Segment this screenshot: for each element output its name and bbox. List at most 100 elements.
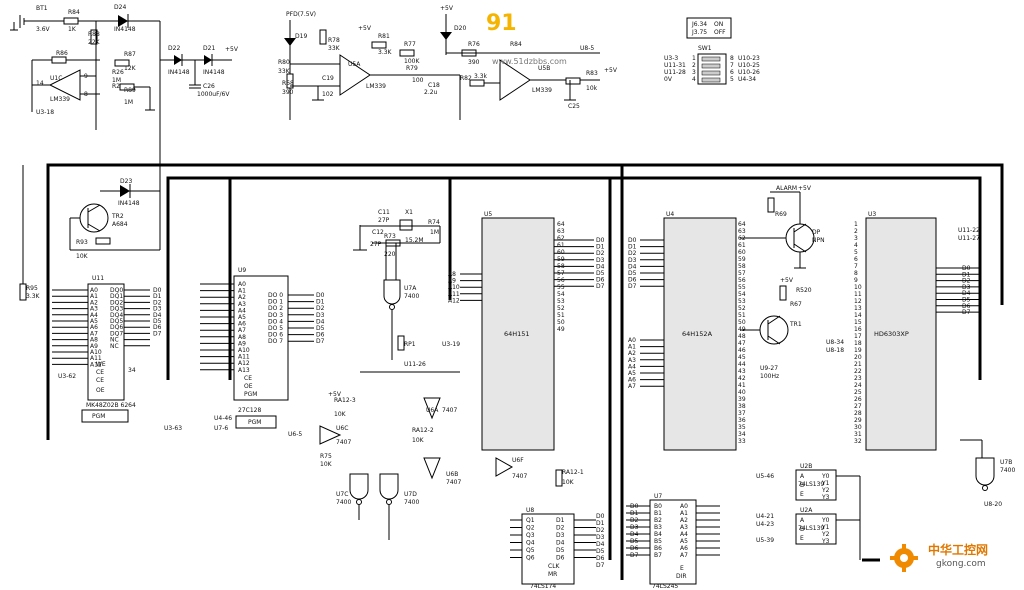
u5-right-pin-4: D4: [596, 263, 605, 270]
u1c-label: U1C: [50, 75, 62, 82]
c18-label: C18: [428, 82, 440, 89]
u5-pins-pin-9: 55: [557, 284, 565, 291]
u5-pins-pin-6: 58: [557, 263, 565, 270]
u2a-label: U2A: [800, 507, 813, 514]
u11-ce2: CE: [96, 377, 104, 384]
c12-label: C12: [372, 229, 384, 236]
val-100: 100: [412, 77, 424, 84]
r86-label: R86: [56, 50, 68, 57]
u9-sub: PGM: [248, 419, 261, 426]
u9-addr-pin-9: A9: [238, 340, 246, 347]
r76-label: R76: [468, 41, 480, 48]
u8-bus-pin-4: D4: [596, 541, 605, 548]
u11-addr-pin-10: A10: [90, 349, 102, 356]
d22-label: D22: [168, 45, 180, 52]
r93-label: R93: [76, 239, 88, 246]
u2b-in-e: E: [800, 491, 804, 498]
r76-value: 390: [468, 59, 480, 66]
u9-addr-pin-0: A0: [238, 281, 246, 288]
vcc-ra12-3: +5V: [328, 391, 342, 398]
r95-value: 3.3K: [26, 293, 41, 300]
r88-label: R88: [88, 31, 100, 38]
ra12-3-label: RA12-3: [334, 397, 356, 404]
u3-pins-pin-3: 4: [854, 242, 858, 249]
u8-d-pin-2: D3: [556, 532, 565, 539]
c27-value: 27P: [370, 241, 382, 248]
u11-addr-pin-12: A12: [90, 361, 102, 368]
u7a-part: 7400: [404, 293, 419, 300]
u2a-in-b: B: [800, 526, 804, 533]
u11-addr-pin-6: A6: [90, 324, 98, 331]
u11-addr-pin-5: A5: [90, 318, 98, 325]
u4-pins-pin-18: 46: [738, 347, 746, 354]
u3-pins-pin-28: 29: [854, 417, 862, 424]
r73-value: 220: [384, 251, 396, 258]
r84b-label: R84: [510, 41, 522, 48]
u3-pins-pin-1: 2: [854, 228, 858, 235]
u7-bus-pin-1: D1: [630, 510, 639, 517]
u9-bus-pin-3: D3: [316, 312, 325, 319]
ra12-3-value: 10K: [334, 411, 347, 418]
u3-62-tag: U3-62: [58, 373, 76, 380]
u11-pin34: 34: [128, 367, 136, 374]
u3-pins-pin-21: 22: [854, 368, 862, 375]
u7-bus-pin-6: D6: [630, 545, 639, 552]
u9-oe: OE: [244, 383, 253, 390]
u8-q-pin-3: Q4: [526, 540, 535, 547]
u11-data-pin-6: DQ6: [110, 324, 123, 331]
bt1-value: 3.6V: [36, 26, 51, 33]
logo-cn: 中华工控网: [928, 542, 988, 557]
u5-right-pin-5: D5: [596, 270, 605, 277]
sw-rp-4: 5: [730, 76, 734, 83]
u4-pins-pin-20: 44: [738, 361, 746, 368]
u7-dir: DIR: [676, 573, 687, 580]
u4-left-pin-1: A1: [628, 344, 636, 351]
u8-bus-pin-3: D3: [596, 534, 605, 541]
u9-data-pin-5: DO 5: [268, 325, 283, 332]
u8-q-pin-5: Q6: [526, 555, 535, 562]
u2b-y1: Y1: [821, 480, 830, 487]
u5-pins-pin-0: 64: [557, 221, 565, 228]
sw1-label: SW1: [698, 45, 712, 52]
u4-pins-pin-26: 38: [738, 403, 746, 410]
sw-on: ON: [714, 21, 723, 28]
sw-lp-2: 2: [692, 62, 696, 69]
u4-left-pin-4: D4: [628, 263, 637, 270]
u9-bus-pin-6: D6: [316, 332, 325, 339]
u2a-y0: Y0: [821, 517, 830, 524]
u6a-part: 7407: [442, 407, 457, 414]
u5-right-pin-6: D6: [596, 277, 605, 284]
u4-left-pin-2: A2: [628, 350, 636, 357]
u2-tag-u4-21: U4-21: [756, 513, 774, 520]
u7-b-pin-1: B1: [654, 510, 662, 517]
decoder-u2: U2B A B E Y0 Y1 Y2 Y3 74LS139 U2A A B E …: [756, 463, 861, 560]
u9-bus-pin-0: D0: [316, 292, 325, 299]
u5a-label: U5A: [348, 61, 361, 68]
u4-pins-pin-6: 58: [738, 263, 746, 270]
u11-bus-pin-4: D4: [153, 312, 162, 319]
u11-ce1: CE: [96, 369, 104, 376]
u3-pins-pin-8: 9: [854, 277, 858, 284]
u9-pgm: PGM: [244, 391, 257, 398]
u2b-label: U2B: [800, 463, 812, 470]
u11-we: WE: [96, 361, 106, 368]
u7-6-tag: U7-6: [214, 425, 228, 432]
u5-right-pin-7: D7: [596, 283, 605, 290]
u11-26-tag: U11-26: [404, 361, 426, 368]
ra12-2-label: RA12-2: [412, 427, 434, 434]
u11-addr-pin-11: A11: [90, 355, 102, 362]
battery-section: BT1 3.6V R84 1K D24 IN4148 R88 22K R86 R…: [10, 4, 239, 180]
u2a-y3: Y3: [821, 538, 830, 545]
u3-pins-pin-9: 10: [854, 284, 862, 291]
u3-pins-pin-22: 23: [854, 375, 862, 382]
u2-tag-u5-46: U5-46: [756, 473, 774, 480]
r89-value: 1M: [124, 99, 133, 106]
u5-pins-pin-4: 60: [557, 249, 565, 256]
u6c-part: 7407: [336, 439, 351, 446]
alarm-vcc: +5V: [798, 185, 812, 192]
u7-a-pin-0: A0: [680, 503, 688, 510]
u11-bus-pin-6: D6: [153, 324, 162, 331]
d23-part: IN4148: [118, 200, 140, 207]
u4-pins-pin-27: 37: [738, 410, 746, 417]
